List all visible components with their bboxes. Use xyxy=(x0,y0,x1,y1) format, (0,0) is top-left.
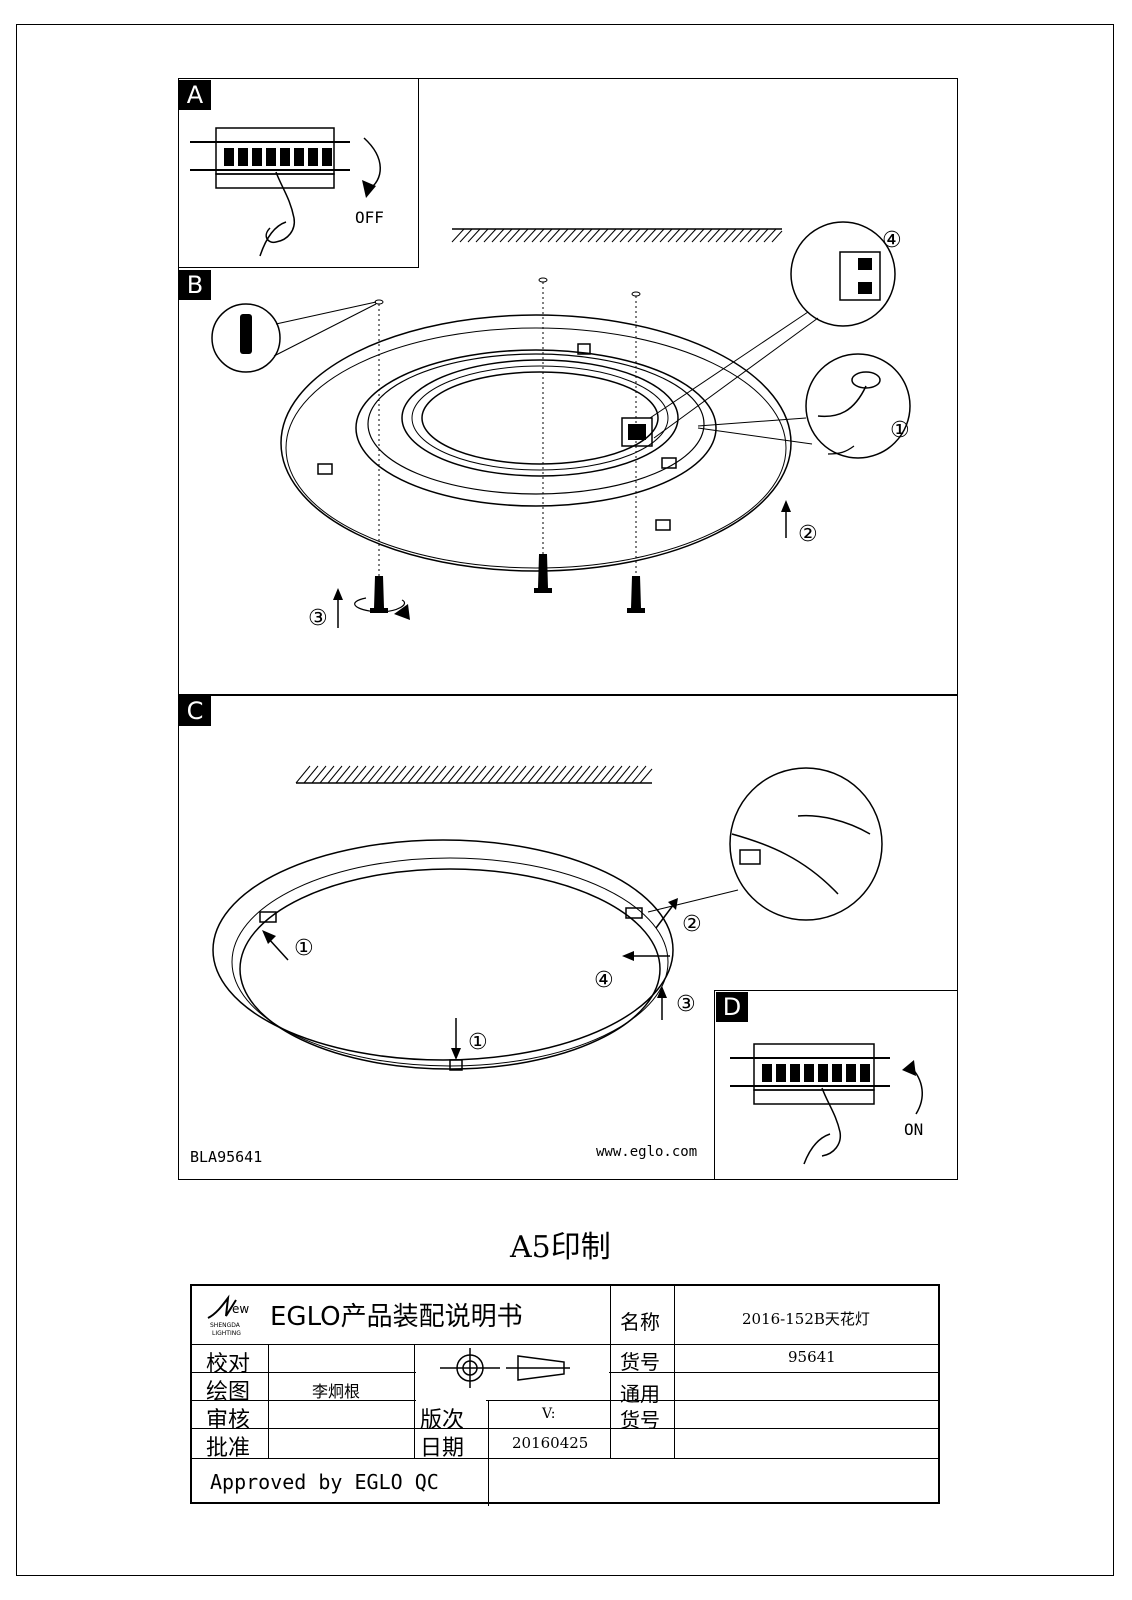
draw-value: 李炯根 xyxy=(312,1382,361,1401)
step-c-3: ③ xyxy=(676,992,696,1017)
panel-a xyxy=(178,78,419,268)
step-c-4: ④ xyxy=(594,968,614,993)
name-value: 2016-152B天花灯 xyxy=(742,1310,870,1328)
edition-value: V: xyxy=(542,1406,556,1422)
title-block: ew SHENGDA LIGHTING EGLO产品装配说明书 名称 2016-… xyxy=(190,1284,940,1506)
logo-sub-1: SHENGDA xyxy=(210,1322,240,1329)
website-url: www.eglo.com xyxy=(596,1144,698,1160)
ceiling-light-exploded-view xyxy=(211,221,911,628)
product-code: BLA95641 xyxy=(190,1148,263,1166)
shengda-logo xyxy=(207,1294,237,1319)
projection-symbol xyxy=(440,1348,570,1388)
panel-a-tag: A xyxy=(179,80,211,110)
step-b-1: ① xyxy=(890,418,910,443)
breaker-off-illustration xyxy=(190,127,381,257)
logo-sub-2: LIGHTING xyxy=(212,1330,241,1337)
print-note: A5印制 xyxy=(510,1230,611,1265)
breaker-on-illustration xyxy=(730,1043,923,1165)
ceiling-hatch xyxy=(451,228,783,243)
draw-label: 绘图 xyxy=(206,1380,251,1405)
approved-by: Approved by EGLO QC xyxy=(210,1470,439,1494)
page-frame xyxy=(16,24,1114,1576)
edition-label: 版次 xyxy=(420,1408,465,1433)
panel-divider xyxy=(178,694,958,696)
step-b-4: ④ xyxy=(882,228,902,253)
panel-c-tag: C xyxy=(179,696,211,726)
item-no-label: 货号 xyxy=(620,1350,660,1374)
general-no-label-1: 通用 xyxy=(620,1382,660,1406)
step-c-1b: ① xyxy=(468,1030,488,1055)
logo-text: ew xyxy=(232,1302,250,1316)
panel-d-tag: D xyxy=(716,992,748,1022)
step-b-2: ② xyxy=(798,522,818,547)
step-c-2: ② xyxy=(682,912,702,937)
diffuser-install-illustration xyxy=(212,767,883,1071)
review-label: 审核 xyxy=(206,1408,251,1433)
item-no-value: 95641 xyxy=(788,1348,836,1366)
approve-label: 批准 xyxy=(206,1436,251,1461)
switch-on-label: ON xyxy=(904,1120,924,1139)
date-label: 日期 xyxy=(420,1436,465,1461)
step-b-3: ③ xyxy=(308,606,328,631)
date-value: 20160425 xyxy=(512,1434,589,1452)
name-label: 名称 xyxy=(620,1310,660,1334)
doc-title: EGLO产品装配说明书 xyxy=(270,1302,523,1332)
ceiling-hatch-c xyxy=(295,765,653,784)
step-c-1a: ① xyxy=(294,936,314,961)
proofread-label: 校对 xyxy=(206,1352,251,1377)
general-no-label-2: 货号 xyxy=(620,1408,660,1432)
switch-off-label: OFF xyxy=(355,208,384,227)
panel-b-tag: B xyxy=(179,270,211,300)
